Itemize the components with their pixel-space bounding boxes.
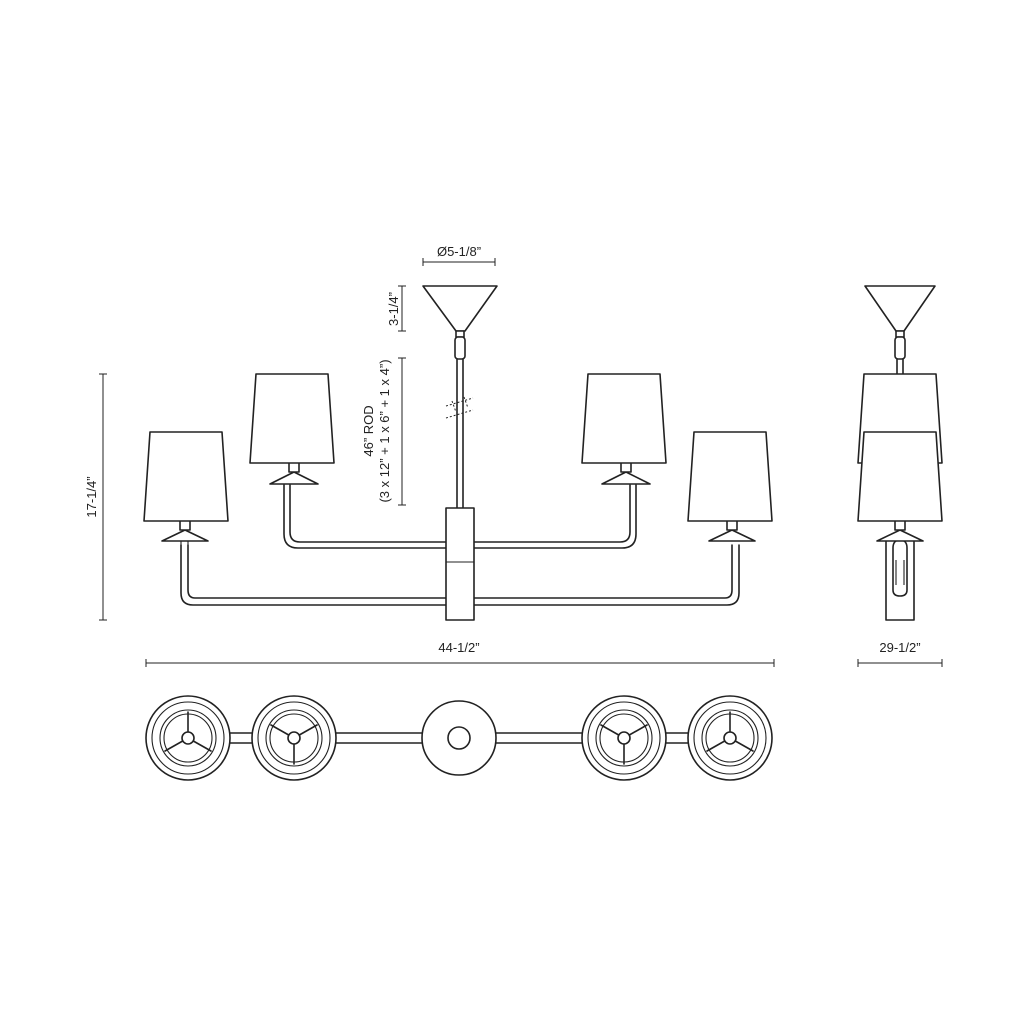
socket-cup-4 [708, 519, 756, 542]
top-shade-3 [581, 695, 667, 781]
side-socket-cup [876, 529, 924, 542]
upper-arm-right [473, 484, 631, 543]
overall-width-dimension: 44-1/2” [145, 640, 775, 667]
overall-width-label: 44-1/2” [438, 640, 479, 655]
overall-height-label: 17-1/4” [84, 476, 99, 517]
canopy-height-dimension: 3-1/4” [386, 285, 406, 332]
side-lamp-shade-front [857, 431, 943, 522]
lamp-shade-3 [581, 373, 667, 464]
lamp-shade-4 [687, 431, 773, 522]
lamp-shade-1 [143, 431, 229, 522]
lamp-shade-2 [249, 373, 335, 464]
top-shade-4 [687, 695, 773, 781]
lower-arm-right [473, 544, 733, 599]
upper-arm-left [289, 484, 447, 543]
rod-coupling [454, 336, 466, 360]
canopy [422, 285, 498, 332]
rod-length-dimension: 46” ROD (3 x 12” + 1 x 6” + 1 x 4”) [361, 357, 406, 506]
rod-length-label: 46” ROD [361, 405, 376, 456]
front-view [143, 285, 773, 621]
side-view [857, 285, 943, 621]
top-view [145, 695, 773, 781]
center-body [445, 507, 475, 621]
top-shade-2 [251, 695, 337, 781]
lower-arm-left [187, 544, 447, 599]
rod [445, 358, 474, 509]
side-center-body [885, 539, 915, 621]
overall-height-dimension: 17-1/4” [84, 373, 107, 621]
top-shade-1 [145, 695, 231, 781]
canopy-height-label: 3-1/4” [386, 292, 401, 326]
socket-cup-1 [161, 519, 209, 545]
rod-breakdown-label: (3 x 12” + 1 x 6” + 1 x 4”) [377, 359, 392, 502]
canopy-diameter-dimension: Ø5-1/8” [422, 244, 496, 266]
top-rod [447, 726, 471, 750]
socket-cup-3 [601, 461, 651, 485]
side-canopy [864, 285, 936, 332]
canopy-neck [455, 330, 465, 338]
canopy-diameter-label: Ø5-1/8” [437, 244, 481, 259]
side-rod-coupling [894, 336, 906, 360]
overall-depth-dimension: 29-1/2” [857, 640, 943, 667]
socket-cup-2 [269, 461, 319, 485]
overall-depth-label: 29-1/2” [879, 640, 920, 655]
